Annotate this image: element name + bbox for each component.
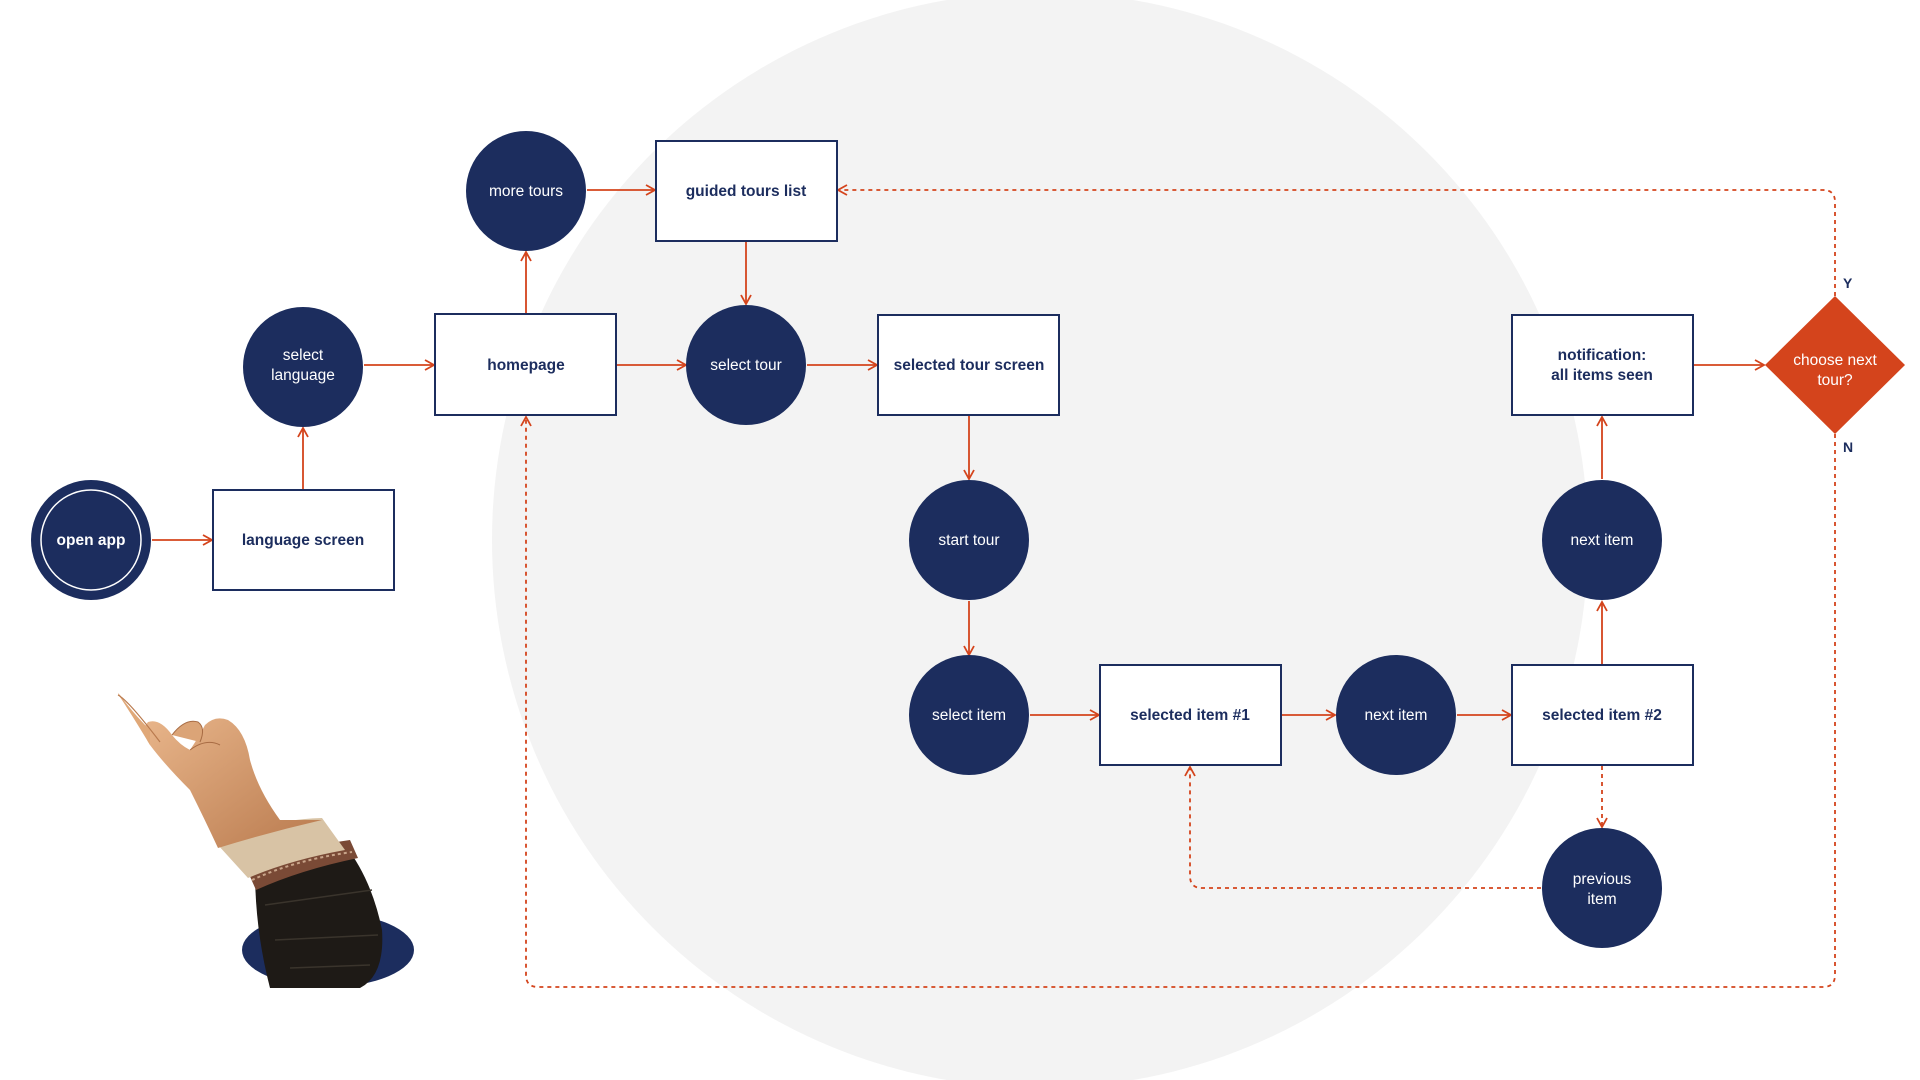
node-selected-item-1[interactable]: selected item #1 <box>1099 664 1282 766</box>
node-selected-item-2[interactable]: selected item #2 <box>1511 664 1694 766</box>
node-guided-tours-list[interactable]: guided tours list <box>655 140 838 242</box>
decision-choose-next-tour[interactable]: choose next tour? <box>1765 296 1905 434</box>
node-language-screen[interactable]: language screen <box>212 489 395 591</box>
node-select-item-label: select item <box>932 707 1006 724</box>
connectors <box>152 184 1766 721</box>
node-select-item[interactable]: select item <box>909 655 1029 775</box>
node-notification[interactable]: notification: all items seen <box>1511 314 1694 416</box>
node-homepage-label: homepage <box>487 357 565 374</box>
decision-label-line2: tour? <box>1817 372 1853 389</box>
node-previous-item[interactable]: previous item <box>1542 828 1662 948</box>
node-more-tours-label: more tours <box>489 183 563 200</box>
node-notification-label-line1: notification: <box>1558 347 1647 364</box>
node-language-screen-label: language screen <box>242 532 364 549</box>
hand-palm <box>144 718 322 848</box>
node-more-tours[interactable]: more tours <box>466 131 586 251</box>
dashed-no-to-homepage <box>520 415 1836 988</box>
node-open-app[interactable]: open app <box>31 480 151 600</box>
node-selected-item-1-label: selected item #1 <box>1130 707 1250 724</box>
node-previous-item-label-line2: item <box>1587 891 1616 908</box>
dashed-previous-to-selected-item-1 <box>1184 765 1541 889</box>
node-select-tour-label: select tour <box>710 357 782 374</box>
node-next-item-1-label: next item <box>1365 707 1428 724</box>
background-circle <box>492 0 1588 1080</box>
decision-yes-label: Y <box>1843 275 1853 291</box>
node-next-item-2[interactable]: next item <box>1542 480 1662 600</box>
node-selected-tour-screen[interactable]: selected tour screen <box>877 314 1060 416</box>
node-next-item-1[interactable]: next item <box>1336 655 1456 775</box>
node-select-language[interactable]: select language <box>243 307 363 427</box>
node-select-language-label-line2: language <box>271 367 335 384</box>
dashed-yes-to-guided-list <box>836 184 1836 296</box>
hand-index-finger <box>117 693 150 745</box>
node-previous-item-label-line1: previous <box>1573 871 1632 888</box>
node-select-tour[interactable]: select tour <box>686 305 806 425</box>
dashed-connectors <box>520 184 1836 988</box>
node-select-language-label-line1: select <box>283 347 324 364</box>
node-start-tour[interactable]: start tour <box>909 480 1029 600</box>
node-start-tour-label: start tour <box>938 532 999 549</box>
node-guided-tours-list-label: guided tours list <box>686 183 807 200</box>
hand-sleeve <box>255 845 383 988</box>
node-notification-label-line2: all items seen <box>1551 367 1653 384</box>
node-selected-tour-screen-label: selected tour screen <box>894 357 1045 374</box>
decision-label-line1: choose next <box>1793 352 1877 369</box>
decision-no-label: N <box>1843 439 1853 455</box>
node-next-item-2-label: next item <box>1571 532 1634 549</box>
node-open-app-label: open app <box>57 532 126 549</box>
pointing-hand-illustration <box>117 693 414 988</box>
node-homepage[interactable]: homepage <box>434 313 617 416</box>
node-selected-item-2-label: selected item #2 <box>1542 707 1662 724</box>
